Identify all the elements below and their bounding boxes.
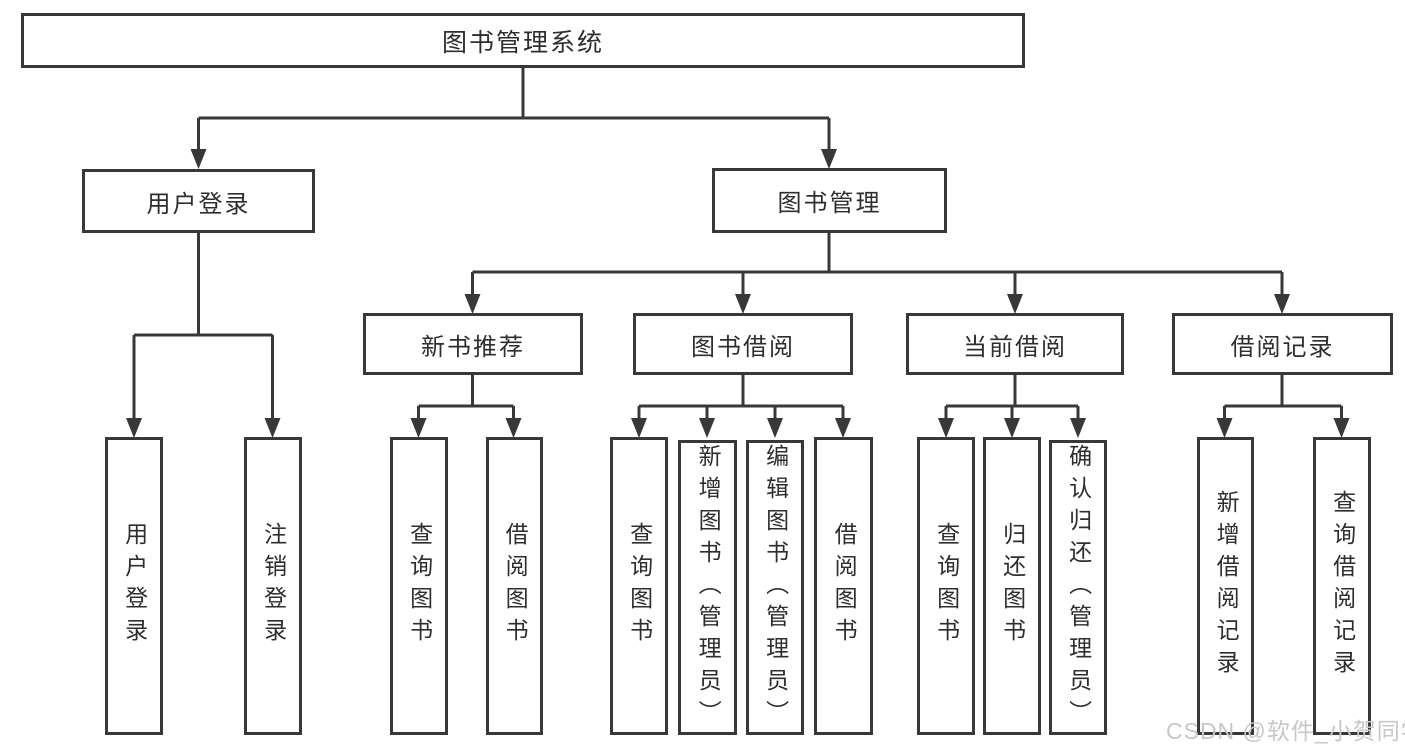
node-label: 借阅图书 — [502, 522, 529, 650]
node-label: 新书推荐 — [421, 333, 525, 361]
node-user-login: 用户登录 — [82, 169, 315, 233]
node-leaf-user-login: 用户登录 — [105, 437, 163, 735]
node-label: 借阅图书 — [831, 522, 858, 650]
node-leaf-borrow-books-recommend: 借阅图书 — [486, 437, 543, 735]
connector-shafts — [132, 68, 1343, 420]
node-label: 查询借阅记录 — [1329, 490, 1356, 682]
node-leaf-query-books-recommend: 查询图书 — [390, 437, 448, 735]
node-label: 查询图书 — [933, 522, 960, 650]
node-label: 查询图书 — [626, 522, 653, 650]
node-leaf-query-books-borrowing: 查询图书 — [610, 437, 668, 735]
node-leaf-query-books-current: 查询图书 — [917, 437, 975, 735]
node-leaf-return-books: 归还图书 — [983, 437, 1041, 735]
node-label: 当前借阅 — [963, 333, 1067, 361]
node-book-management: 图书管理 — [712, 168, 947, 233]
node-borrowing-records: 借阅记录 — [1172, 313, 1393, 375]
node-label: 编辑图书（管理员） — [762, 443, 789, 732]
node-root: 图书管理系统 — [21, 13, 1025, 68]
node-label: 确认归还（管理员） — [1065, 443, 1092, 732]
node-leaf-logout: 注销登录 — [244, 437, 302, 735]
node-label: 图书管理系统 — [441, 28, 604, 57]
node-label: 新增图书（管理员） — [695, 443, 722, 732]
node-label: 注销登录 — [260, 522, 287, 650]
node-book-borrowing: 图书借阅 — [633, 313, 853, 375]
node-label: 图书管理 — [777, 190, 882, 217]
node-label: 归还图书 — [999, 522, 1026, 650]
node-label: 查询图书 — [406, 522, 433, 650]
node-leaf-confirm-return-admin: 确认归还（管理员） — [1049, 440, 1107, 735]
node-label: 用户登录 — [146, 190, 251, 218]
node-label: 用户登录 — [121, 522, 148, 650]
node-leaf-add-borrow-record: 新增借阅记录 — [1197, 437, 1254, 735]
node-current-borrowing: 当前借阅 — [906, 313, 1124, 375]
node-label: 借阅记录 — [1230, 333, 1335, 361]
node-label: 新增借阅记录 — [1213, 490, 1240, 682]
node-leaf-edit-books-admin: 编辑图书（管理员） — [746, 440, 804, 735]
node-new-book-recommendation: 新书推荐 — [363, 313, 583, 375]
node-label: 图书借阅 — [691, 333, 795, 361]
node-leaf-query-borrow-record: 查询借阅记录 — [1313, 437, 1371, 735]
node-leaf-add-books-admin: 新增图书（管理员） — [678, 440, 737, 735]
watermark-text: CSDN @软件_小贺同学 — [1166, 718, 1405, 744]
node-leaf-borrow-books-borrowing: 借阅图书 — [814, 437, 873, 735]
